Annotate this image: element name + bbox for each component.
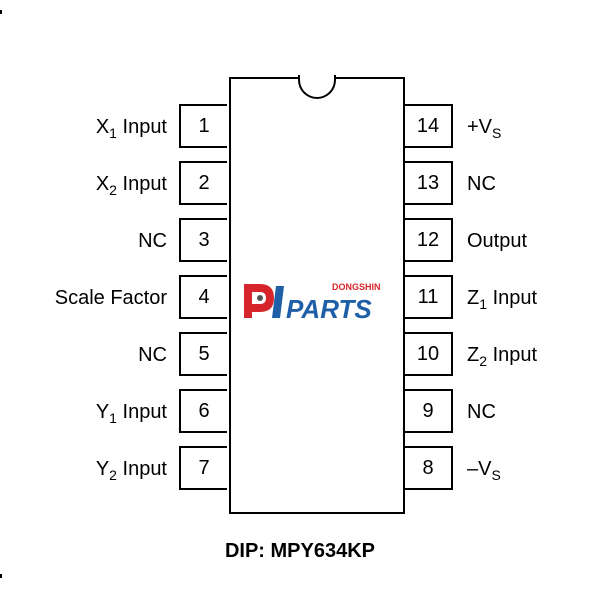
pin-1-label: X1 Input [96, 117, 167, 140]
pin-label-subscript: 1 [109, 125, 117, 141]
pin-label-main: Y [95, 458, 110, 480]
pin-10-label: Z2 Input [467, 345, 537, 368]
pin-7-label: Y2 Input [96, 459, 167, 482]
pin-11-box: 11 [405, 275, 453, 319]
pin-8-label: –VS [467, 459, 501, 482]
pin-label-subscript: S [491, 467, 501, 483]
pin-label-main: NC [467, 173, 496, 195]
pin-label-main: X [95, 173, 110, 195]
chip-body [229, 77, 405, 514]
pin-5-label: NC [138, 345, 167, 365]
pin-number: 13 [416, 171, 440, 194]
pin-label-subscript: 2 [109, 467, 117, 483]
pin-number: 6 [198, 399, 210, 422]
corner-tick [0, 574, 2, 578]
pin-label-main: Z [467, 287, 480, 309]
pin-label-suffix: Input [116, 401, 168, 423]
pin-label-subscript: 1 [109, 410, 117, 426]
pin-number: 14 [416, 114, 440, 137]
pin-12-label: Output [467, 231, 527, 251]
pin-3-box: 3 [179, 218, 227, 262]
pin-3-label: NC [138, 231, 167, 251]
pin-10-box: 10 [405, 332, 453, 376]
pin-label-main: Y [95, 401, 110, 423]
pin-label-main: Output [467, 230, 528, 252]
pin-label-main: Z [467, 344, 480, 366]
pin-4-box: 4 [179, 275, 227, 319]
pin-label-subscript: 1 [479, 296, 488, 312]
pin-number: 4 [198, 285, 210, 308]
pin-6-label: Y1 Input [96, 402, 167, 425]
pin-6-box: 6 [179, 389, 227, 433]
pin-14-label: +VS [467, 117, 501, 140]
pin-13-label: NC [467, 174, 496, 194]
pin-number: 12 [416, 228, 440, 251]
dongshin-parts-logo: DONGSHIN PARTS [244, 282, 381, 322]
pin-9-label: NC [467, 402, 496, 422]
pin-2-box: 2 [179, 161, 227, 205]
pin-label-suffix: Input [487, 287, 538, 309]
pin-number: 9 [422, 399, 434, 422]
package-caption: DIP: MPY634KP [224, 540, 376, 562]
pin-label-suffix: Input [487, 344, 538, 366]
pin-label-suffix: Input [116, 173, 168, 195]
pin-label-main: –V [467, 458, 492, 480]
pin-2-label: X2 Input [96, 174, 167, 197]
pin-number: 2 [198, 171, 210, 194]
pin-14-box: 14 [405, 104, 453, 148]
logo-main-text: PARTS [286, 294, 372, 322]
pin-number: 11 [417, 285, 439, 308]
pin-number: 7 [198, 456, 210, 479]
logo-top-text: DONGSHIN [332, 282, 381, 292]
pin-label-main: Scale Factor [54, 287, 167, 309]
pin-label-subscript: S [492, 125, 502, 141]
pin-number: 10 [416, 342, 440, 365]
pin-number: 1 [198, 114, 210, 137]
pin-12-box: 12 [405, 218, 453, 262]
pin-label-main: X [95, 116, 110, 138]
pin-label-main: NC [467, 401, 496, 423]
corner-tick [0, 10, 2, 14]
pin-1-box: 1 [179, 104, 227, 148]
pin-5-box: 5 [179, 332, 227, 376]
pin-label-suffix: Input [116, 116, 168, 138]
pin-label-main: NC [138, 230, 167, 252]
pin-label-subscript: 2 [479, 353, 488, 369]
logo-emblem-icon [244, 284, 284, 318]
pin-9-box: 9 [405, 389, 453, 433]
pin-number: 3 [198, 228, 210, 251]
pin-label-main: +V [467, 116, 493, 138]
pin-label-subscript: 2 [109, 182, 117, 198]
pin-11-label: Z1 Input [467, 288, 537, 311]
pin-4-label: Scale Factor [55, 288, 167, 308]
pin-8-box: 8 [405, 446, 453, 490]
pin-7-box: 7 [179, 446, 227, 490]
pin-label-suffix: Input [116, 458, 168, 480]
pin-number: 8 [422, 456, 434, 479]
pin-number: 5 [198, 342, 210, 365]
pin-13-box: 13 [405, 161, 453, 205]
pin-label-main: NC [138, 344, 167, 366]
